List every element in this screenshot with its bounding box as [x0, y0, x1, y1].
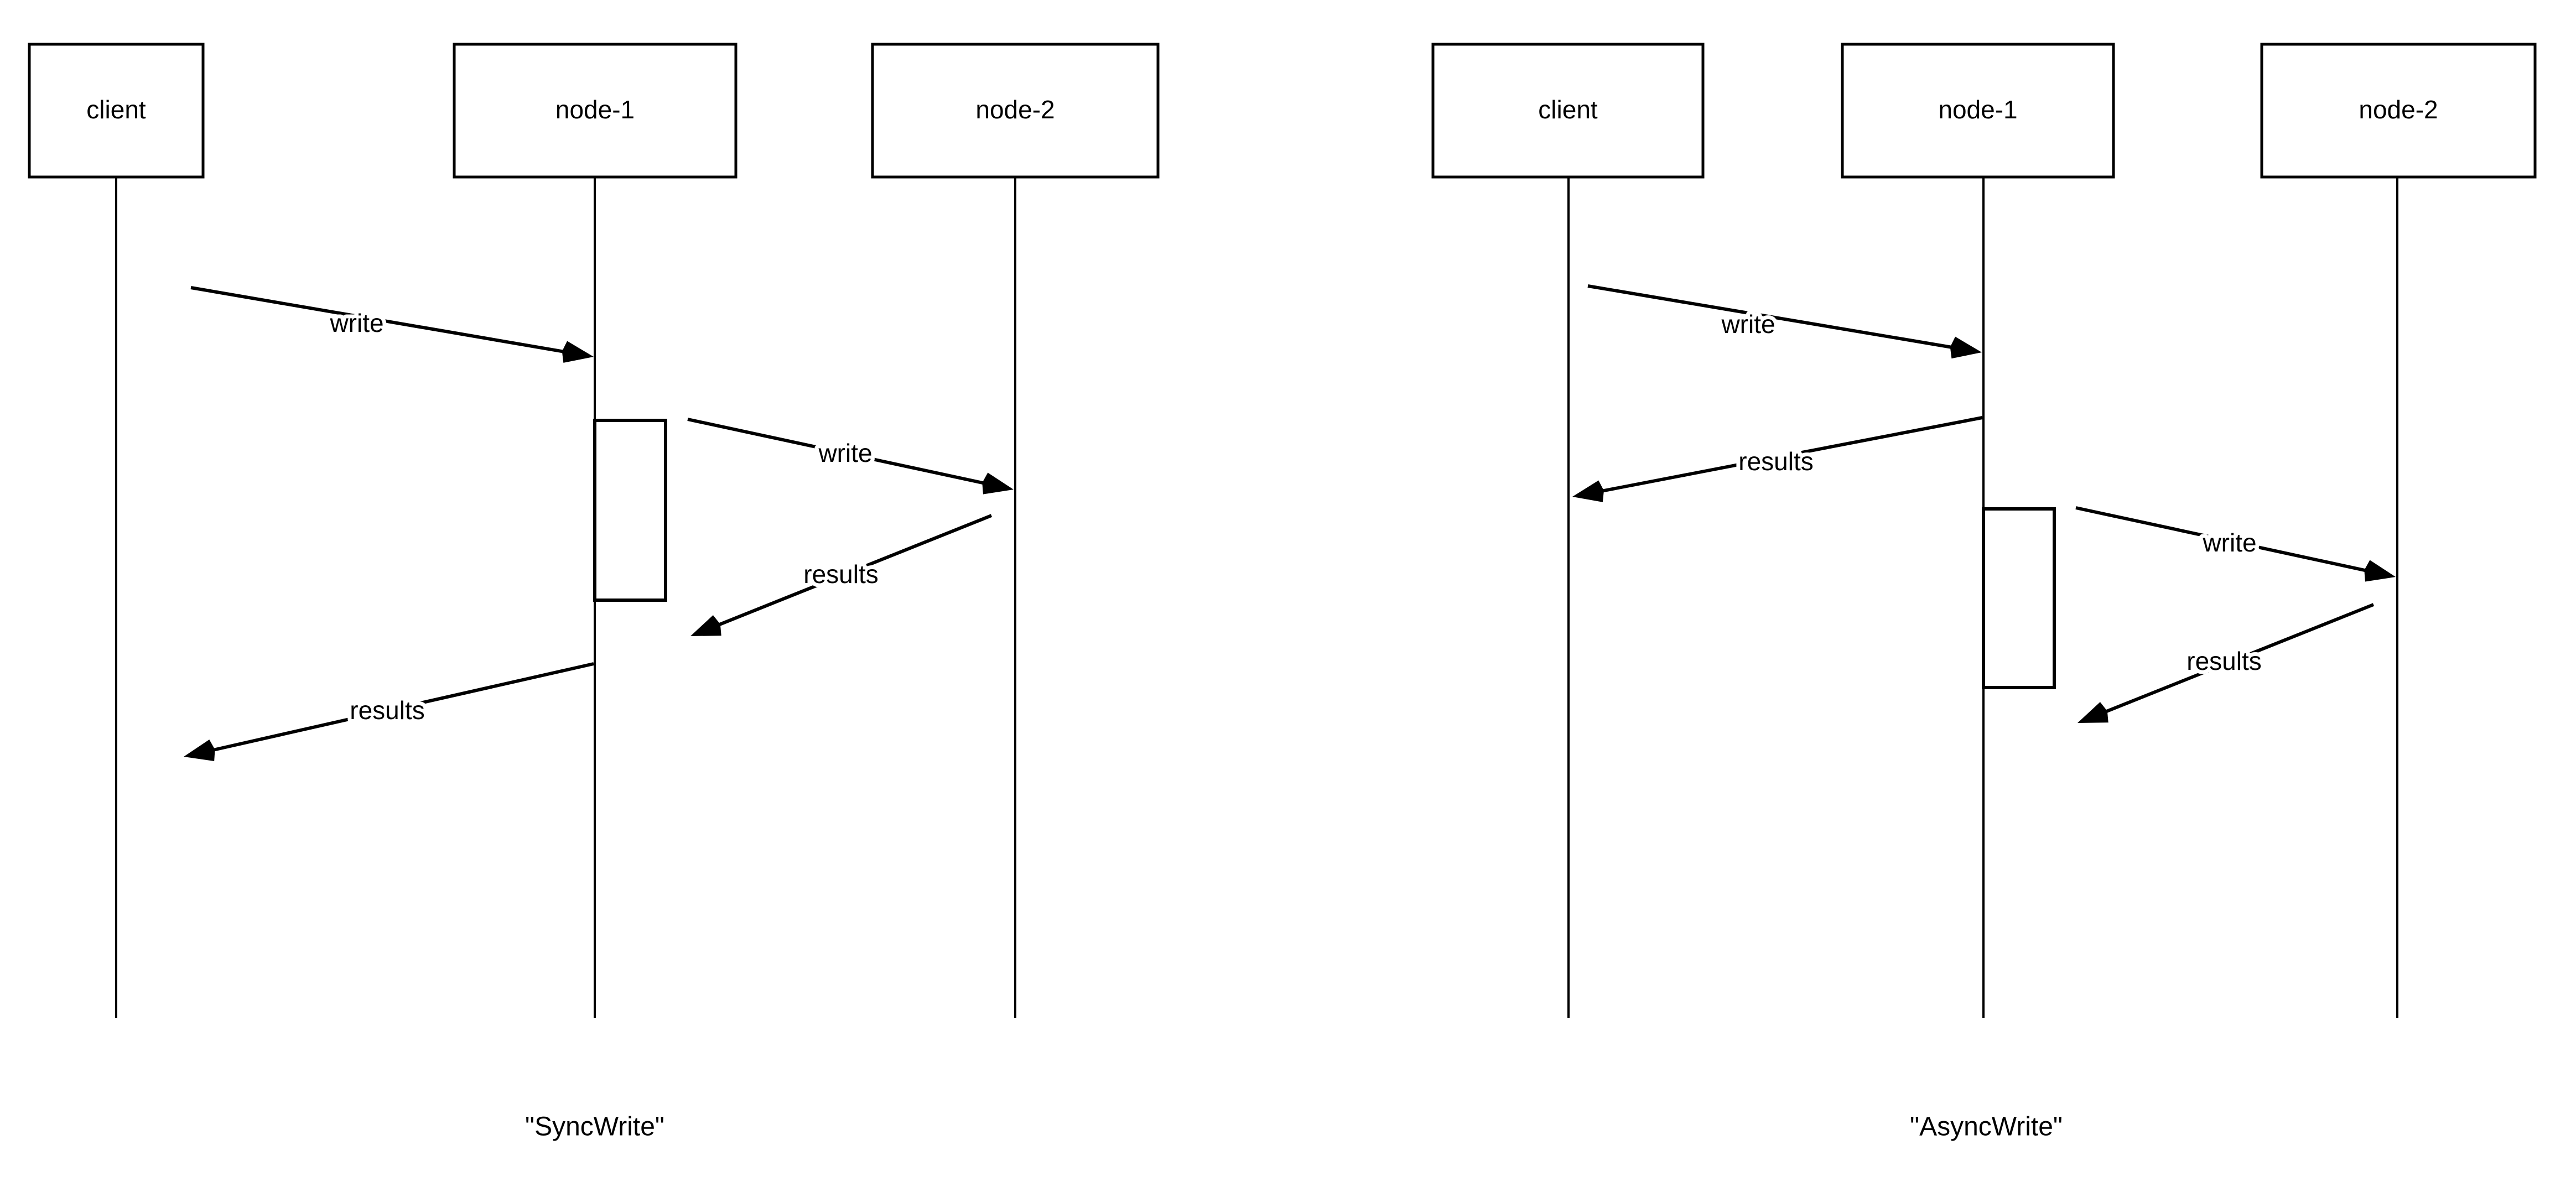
message-label-node1-write-node2: write — [2202, 528, 2256, 557]
message-arrowhead-node1-write-node2 — [982, 472, 1014, 495]
message-arrowhead-client-write-node1 — [562, 341, 594, 363]
sequence-panel-sync-write: client node-1 node-2 write write results resul… — [28, 43, 1160, 1142]
participant-box-outline-node-1 — [1841, 43, 2115, 179]
message-line-node2-results-node1 — [716, 514, 993, 627]
message-node1-results-client[interactable]: results — [184, 662, 594, 762]
participant-box-outline-node-2 — [2260, 43, 2537, 179]
participant-box-node-1[interactable]: node-1 — [453, 43, 738, 179]
message-arrowhead-client-write-node1 — [1950, 336, 1982, 359]
message-arrowhead-node1-results-client — [184, 739, 215, 762]
message-line-node1-write-node2 — [2075, 506, 2368, 573]
message-label-client-write-node1: write — [329, 309, 383, 337]
message-node1-results-client[interactable]: results — [1572, 416, 1983, 502]
message-label-node1-results-client: results — [350, 696, 424, 725]
message-arrowhead-node1-write-node2 — [2364, 560, 2396, 582]
message-label-node2-results-node1: results — [803, 560, 878, 589]
participant-box-outline-client — [28, 43, 205, 179]
message-line-node1-results-client — [211, 662, 594, 752]
participant-box-node-2[interactable]: node-2 — [2260, 43, 2537, 179]
message-label-node2-results-node1: results — [2187, 647, 2261, 675]
message-line-client-write-node1 — [1587, 284, 1954, 350]
message-line-node1-results-client — [1600, 416, 1983, 493]
participant-label-node-1: node-1 — [1938, 95, 2017, 124]
participant-label-node-1: node-1 — [555, 95, 635, 124]
message-node2-results-node1[interactable]: results — [690, 514, 993, 636]
message-arrowhead-node2-results-node1 — [690, 615, 721, 636]
message-line-client-write-node1 — [190, 286, 566, 354]
participant-box-client[interactable]: client — [1431, 43, 1705, 179]
panel-caption-async-write: "AsyncWrite" — [1910, 1112, 2063, 1142]
activation-bar-node-1[interactable] — [1982, 507, 2056, 689]
participant-box-outline-client — [1431, 43, 1705, 179]
participant-label-client: client — [86, 95, 146, 124]
participant-box-node-2[interactable]: node-2 — [871, 43, 1160, 179]
message-label-client-write-node1: write — [1721, 310, 1775, 339]
participant-label-node-2: node-2 — [975, 95, 1055, 124]
participant-box-node-1[interactable]: node-1 — [1841, 43, 2115, 179]
message-node2-results-node1[interactable]: results — [2078, 603, 2375, 723]
participant-box-client[interactable]: client — [28, 43, 205, 179]
message-line-node2-results-node1 — [2104, 603, 2375, 714]
panel-caption-sync-write: "SyncWrite" — [525, 1112, 664, 1142]
message-client-write-node1[interactable]: write — [190, 286, 594, 363]
message-node1-write-node2[interactable]: write — [687, 418, 1014, 495]
participant-label-node-2: node-2 — [2359, 95, 2438, 124]
message-label-node1-results-client: results — [1738, 447, 1813, 476]
message-arrowhead-node1-results-client — [1572, 480, 1604, 502]
message-label-node1-write-node2: write — [818, 439, 872, 467]
participant-box-outline-node-1 — [453, 43, 738, 179]
activation-bar-node-1[interactable] — [593, 419, 667, 602]
message-arrowhead-node2-results-node1 — [2078, 702, 2108, 723]
participant-box-outline-node-2 — [871, 43, 1160, 179]
diagram-root: client node-1 node-2 write write results resul… — [28, 43, 2537, 1142]
message-line-node1-write-node2 — [687, 418, 986, 485]
participant-label-client: client — [1538, 95, 1598, 124]
sequence-panel-async-write: client node-1 node-2 write results write resul… — [1431, 43, 2537, 1142]
message-node1-write-node2[interactable]: write — [2075, 506, 2396, 582]
message-client-write-node1[interactable]: write — [1587, 284, 1982, 359]
